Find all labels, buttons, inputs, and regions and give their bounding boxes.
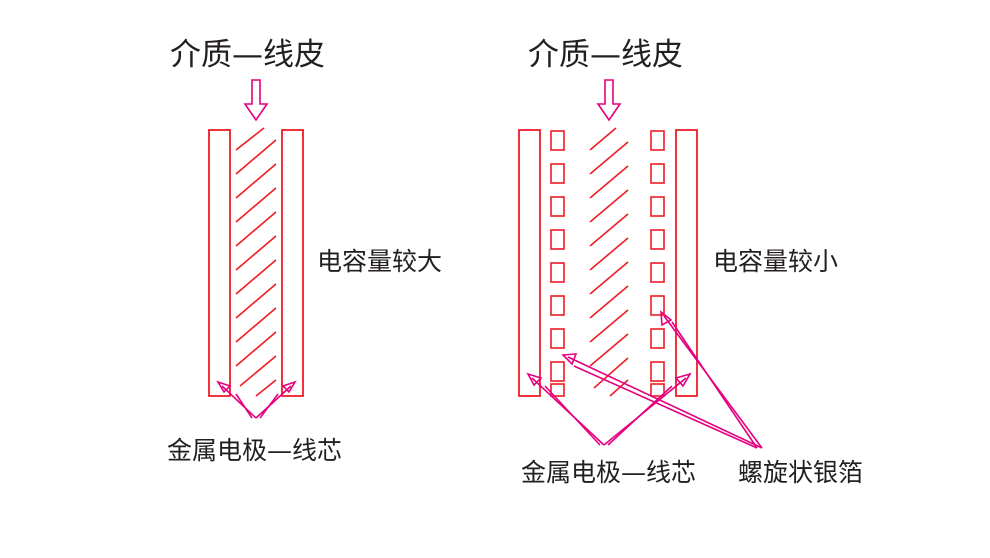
right-foil-column-left [550,130,565,397]
right-dielectric-label: 介质—线皮 [528,37,683,73]
right-capacitor [518,79,763,449]
right-electrode-arrows [526,372,692,446]
right-foil-column-right [650,130,665,397]
right-foil-label: 螺旋状银箔 [738,458,864,487]
right-electrode-strip-right [675,129,698,397]
left-electrode-label: 金属电极—线芯 [167,436,343,465]
left-dielectric-hatch [235,127,277,397]
right-capacitance-label: 电容量较小 [713,247,839,276]
left-electrode-strip-right [281,129,304,397]
left-electrode-arrows [216,380,297,419]
right-foil-arrows [561,310,763,449]
right-dielectric-arrow [596,79,622,122]
left-capacitance-label: 电容量较大 [317,247,443,276]
left-dielectric-arrow [243,79,269,122]
left-electrode-strip-left [208,129,231,397]
left-capacitor [208,79,304,419]
right-electrode-label: 金属电极—线芯 [521,458,697,487]
right-dielectric-hatch [589,127,629,397]
left-dielectric-label: 介质—线皮 [170,37,325,73]
right-electrode-strip-left [518,129,541,397]
